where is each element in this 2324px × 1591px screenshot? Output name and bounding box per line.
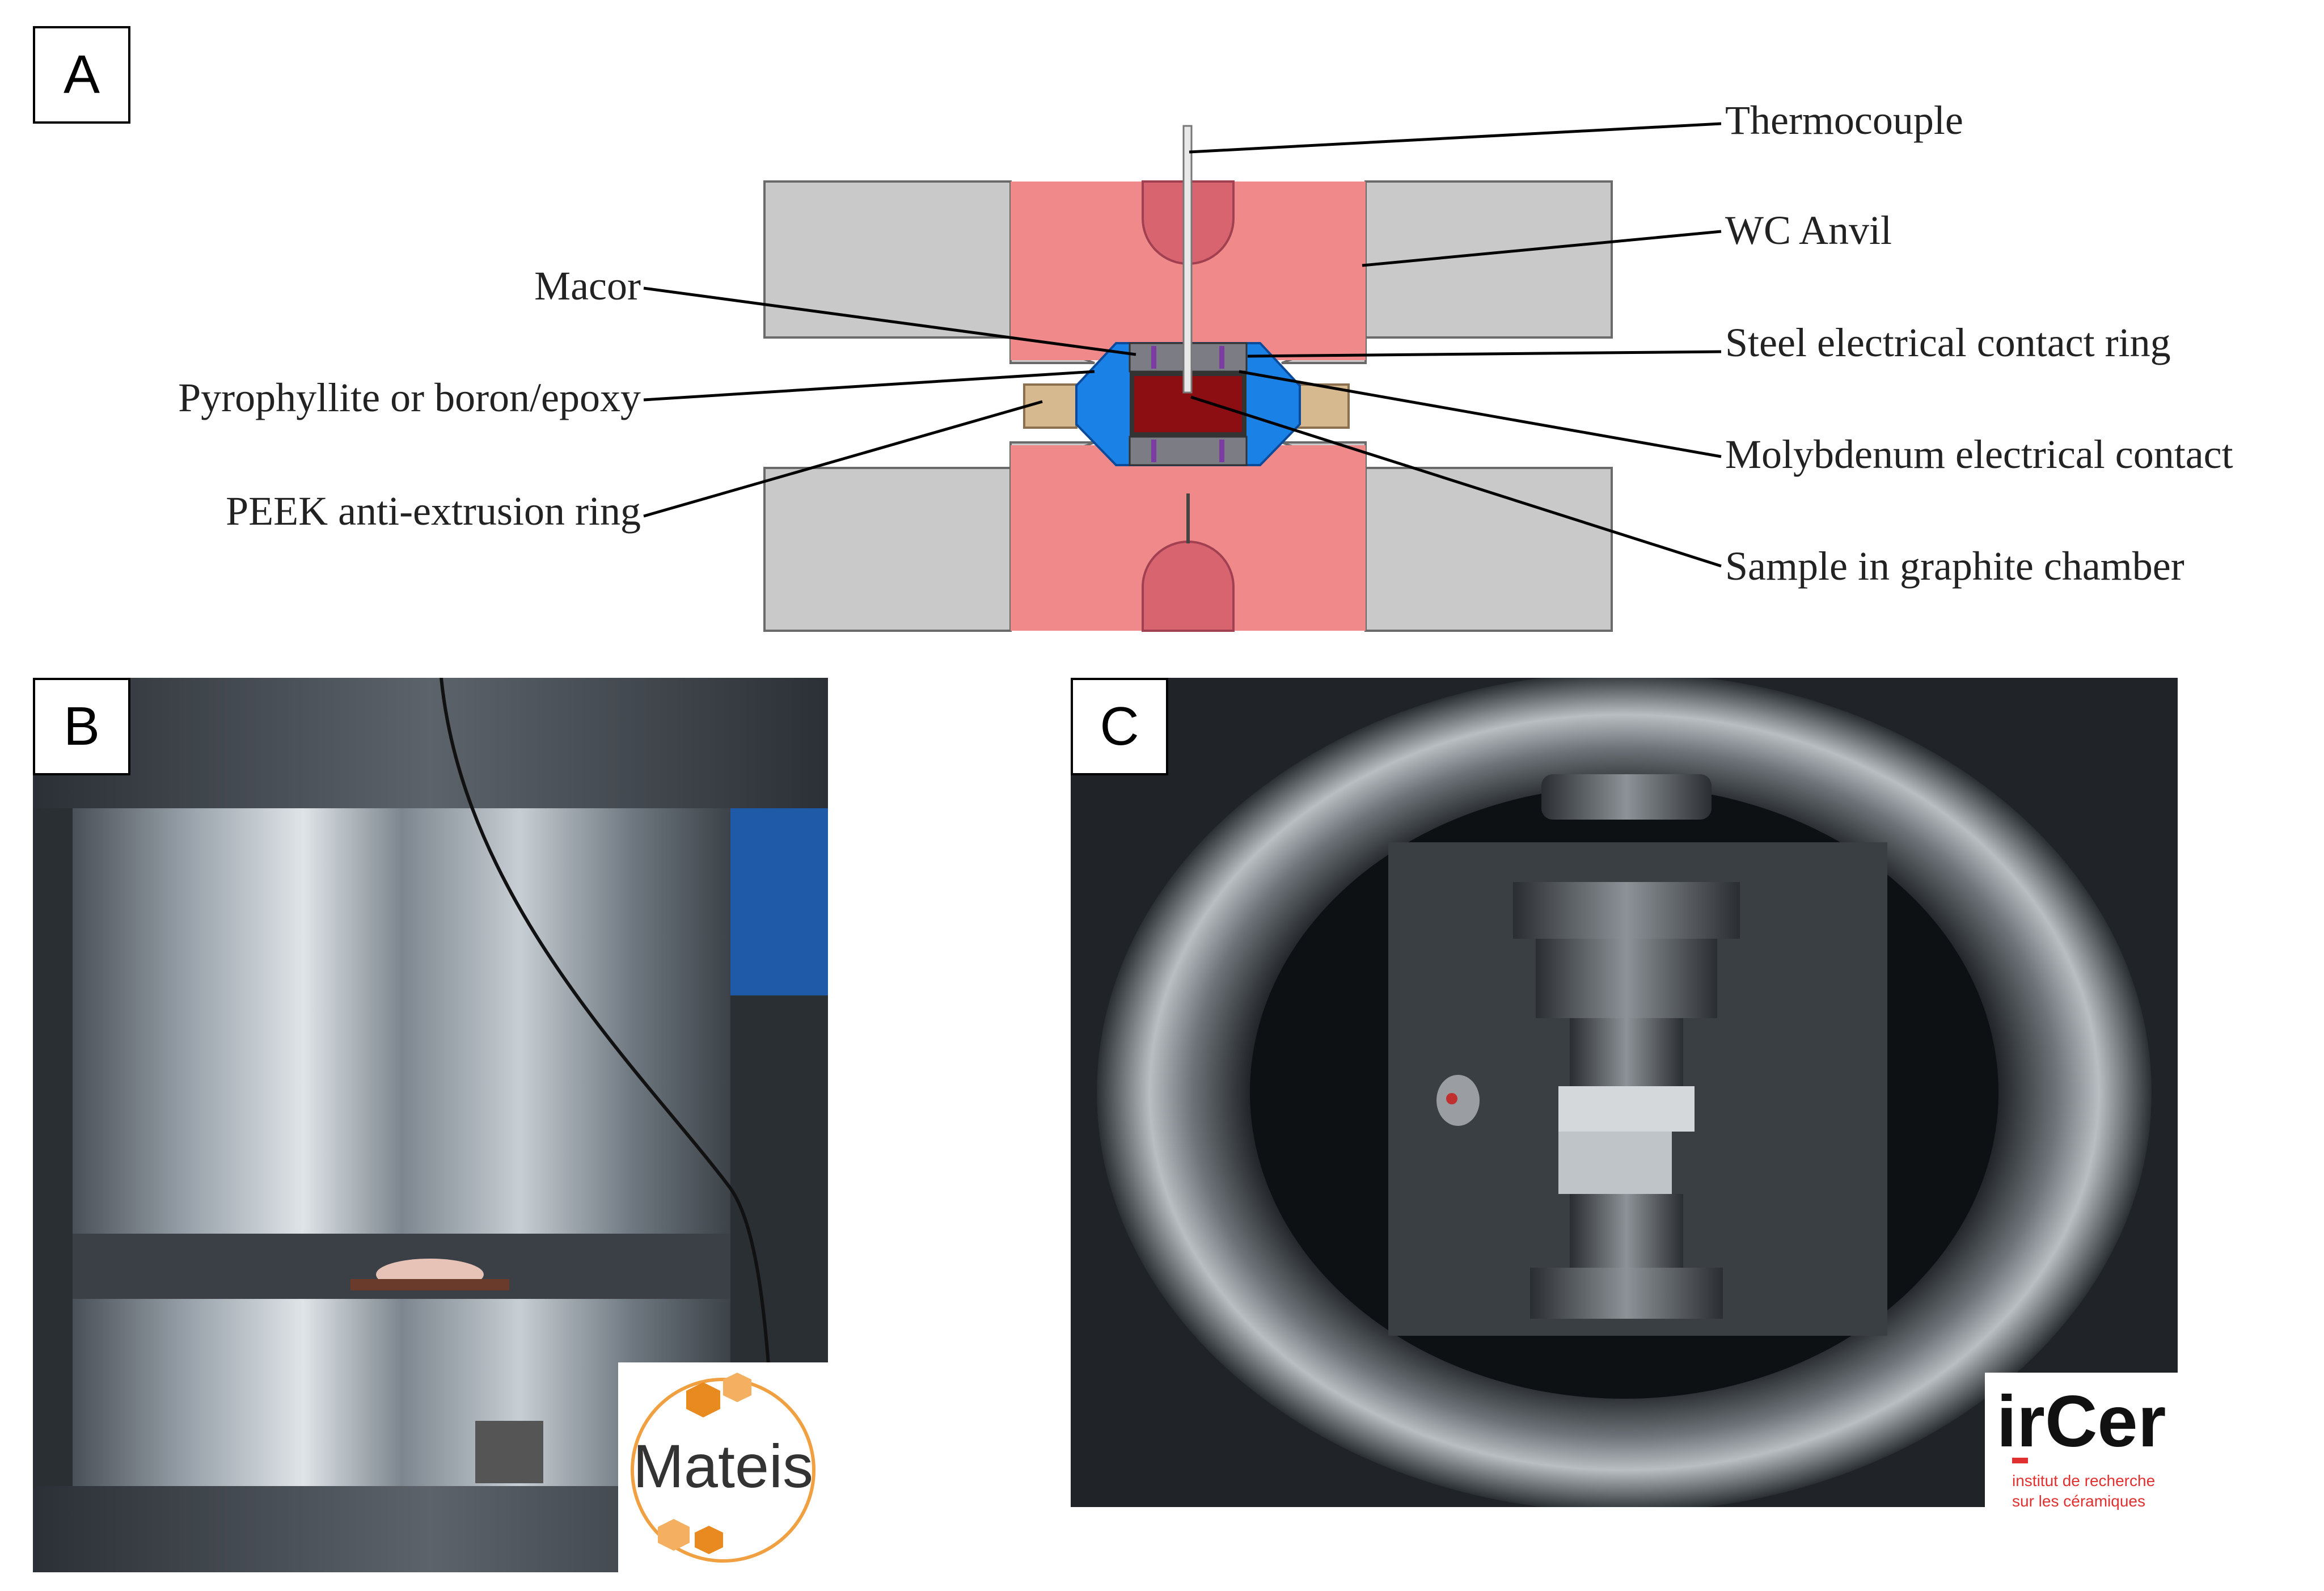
press-anvil-illustration [33,678,828,1572]
ircer-logo-text: irCer [1997,1381,2166,1462]
panel-label-c: C [1071,678,1168,775]
photo-vacuum-chamber [1071,678,2178,1507]
mateis-hexagons: Mateis [631,1373,815,1563]
ircer-logo-subtitle-1: institut de recherche [2012,1472,2155,1489]
label-sample: Sample in graphite chamber [1725,543,2184,589]
label-macor: Macor [534,263,641,309]
mateis-logo-text: Mateis [633,1432,813,1500]
leader-pyrophyllite [643,370,1095,402]
leader-molybdenum [1239,370,1722,458]
ircer-logo: irCer institut de recherche sur les céra… [1985,1373,2178,1526]
label-steel-ring: Steel electrical contact ring [1725,320,2171,365]
label-molybdenum: Molybdenum electrical contact [1725,432,2233,477]
ircer-logo-subtitle-2: sur les céramiques [2012,1492,2145,1510]
leader-macor [643,286,1136,356]
mateis-logo: Mateis [618,1362,828,1572]
leader-thermocouple [1189,122,1722,154]
molybdenum-contact-br [1219,440,1224,462]
press-assembly-diagram: Thermocouple WC Anvil Macor Steel electr… [178,98,2233,632]
molybdenum-contact-tr [1219,346,1224,369]
peek-ring-left [1023,383,1078,429]
molybdenum-contact-bl [1151,440,1156,462]
peek-ring-right [1295,383,1350,429]
label-pyrophyllite: Pyrophyllite or boron/epoxy [178,375,641,420]
leader-wc-anvil [1362,230,1722,267]
leader-peek [643,400,1043,518]
label-peek: PEEK anti-extrusion ring [226,488,641,534]
leader-sample [1190,395,1722,568]
thermocouple-rod [1182,125,1193,394]
photo-press-anvil [33,678,828,1572]
vacuum-chamber-illustration [1071,678,2178,1507]
panel-label-b: B [33,678,130,775]
panel-label-a: A [33,26,130,124]
molybdenum-contact-tl [1151,346,1156,369]
leader-steel-ring [1247,350,1722,358]
label-wc-anvil: WC Anvil [1725,208,1892,253]
label-thermocouple: Thermocouple [1725,98,1963,143]
ircer-logo-art: irCer institut de recherche sur les céra… [1997,1381,2166,1510]
lower-plunger [1142,541,1235,632]
macor-bottom [1129,436,1248,466]
